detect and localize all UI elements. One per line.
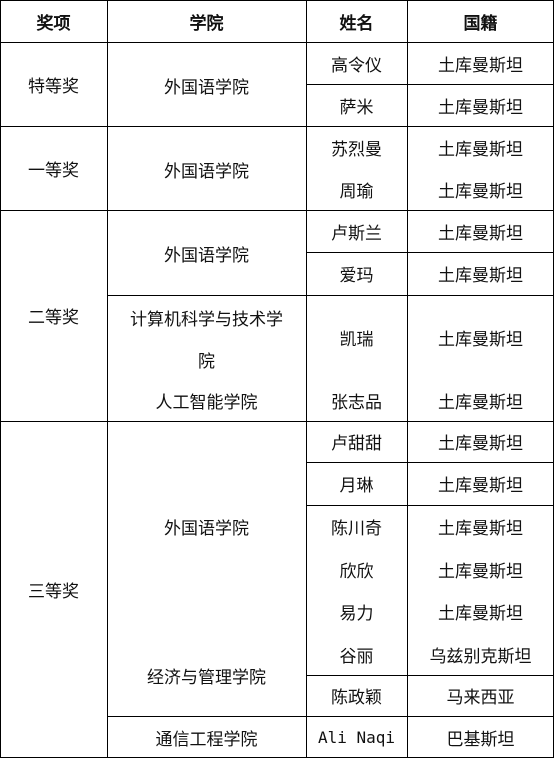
college-telecom: 通信工程学院 — [155, 729, 258, 750]
nationality-cell: 土库曼斯坦 — [438, 97, 523, 118]
nationality-cell: 土库曼斯坦 — [438, 476, 523, 496]
rule-special-end — [0, 126, 554, 127]
nationality-cell: 马来西亚 — [446, 688, 515, 708]
college-special: 外国语学院 — [164, 77, 249, 98]
name-cell: 凯瑞 — [339, 329, 374, 350]
nationality-cell: 土库曼斯坦 — [438, 55, 523, 76]
college-cs-line2: 院 — [198, 351, 215, 372]
college-third-foreign: 外国语学院 — [164, 518, 249, 539]
name-cell: 陈政颖 — [331, 688, 382, 708]
name-cell: 萨米 — [339, 97, 374, 118]
rule-second-end — [0, 421, 554, 422]
rule-row-9 — [306, 462, 554, 463]
rule-header — [0, 42, 554, 43]
rule-row-5 — [306, 252, 554, 253]
rule-telecom-top — [107, 716, 554, 717]
name-cell: 爱玛 — [339, 266, 374, 286]
award-second: 二等奖 — [28, 308, 79, 328]
nationality-cell: 土库曼斯坦 — [438, 603, 523, 624]
name-cell: 卢甜甜 — [331, 434, 382, 454]
divider-award-college — [107, 0, 108, 758]
college-cs-line1: 计算机科学与技术学 — [130, 309, 283, 330]
nationality-cell: 土库曼斯坦 — [438, 561, 523, 582]
college-second-foreign: 外国语学院 — [164, 245, 249, 266]
rule-row-1 — [306, 84, 554, 85]
nationality-cell: 土库曼斯坦 — [438, 329, 523, 350]
border-left — [0, 0, 1, 758]
award-special: 特等奖 — [28, 76, 79, 97]
rule-row-10 — [306, 505, 554, 506]
name-cell: 欣欣 — [339, 561, 374, 582]
nationality-cell: 土库曼斯坦 — [438, 223, 523, 244]
header-nationality: 国籍 — [463, 13, 498, 34]
name-cell: 陈川奇 — [331, 518, 382, 539]
name-cell: 谷丽 — [339, 646, 374, 667]
name-cell: 张志品 — [331, 393, 382, 413]
rule-second-college-split — [107, 295, 554, 296]
header-award: 奖项 — [36, 13, 71, 34]
rule-first-end — [0, 210, 554, 211]
name-cell: 高令仪 — [331, 55, 382, 76]
nationality-cell: 土库曼斯坦 — [438, 181, 523, 202]
nationality-cell: 土库曼斯坦 — [438, 139, 523, 160]
college-ai: 人工智能学院 — [155, 393, 258, 413]
name-cell: 周瑜 — [339, 181, 374, 202]
nationality-cell: 土库曼斯坦 — [438, 518, 523, 539]
name-cell: Ali Naqi — [317, 727, 396, 747]
award-third: 三等奖 — [28, 582, 79, 602]
nationality-cell: 土库曼斯坦 — [438, 266, 523, 286]
divider-name-nationality — [407, 0, 408, 758]
award-first: 一等奖 — [28, 160, 79, 181]
header-college: 学院 — [189, 13, 224, 34]
name-cell: 月琳 — [339, 476, 374, 496]
nationality-cell: 乌兹别克斯坦 — [429, 646, 532, 667]
divider-college-name — [306, 0, 307, 758]
name-cell: 卢斯兰 — [331, 223, 382, 244]
rule-row-15 — [306, 675, 554, 676]
header-name: 姓名 — [339, 13, 374, 34]
nationality-cell: 土库曼斯坦 — [438, 393, 523, 413]
name-cell: 易力 — [339, 603, 374, 624]
name-cell: 苏烈曼 — [331, 139, 382, 160]
border-top — [0, 0, 554, 1]
nationality-cell: 巴基斯坦 — [446, 729, 515, 750]
nationality-cell: 土库曼斯坦 — [438, 434, 523, 454]
border-bottom — [0, 757, 554, 758]
college-first: 外国语学院 — [164, 161, 249, 182]
college-economics: 经济与管理学院 — [147, 667, 266, 688]
